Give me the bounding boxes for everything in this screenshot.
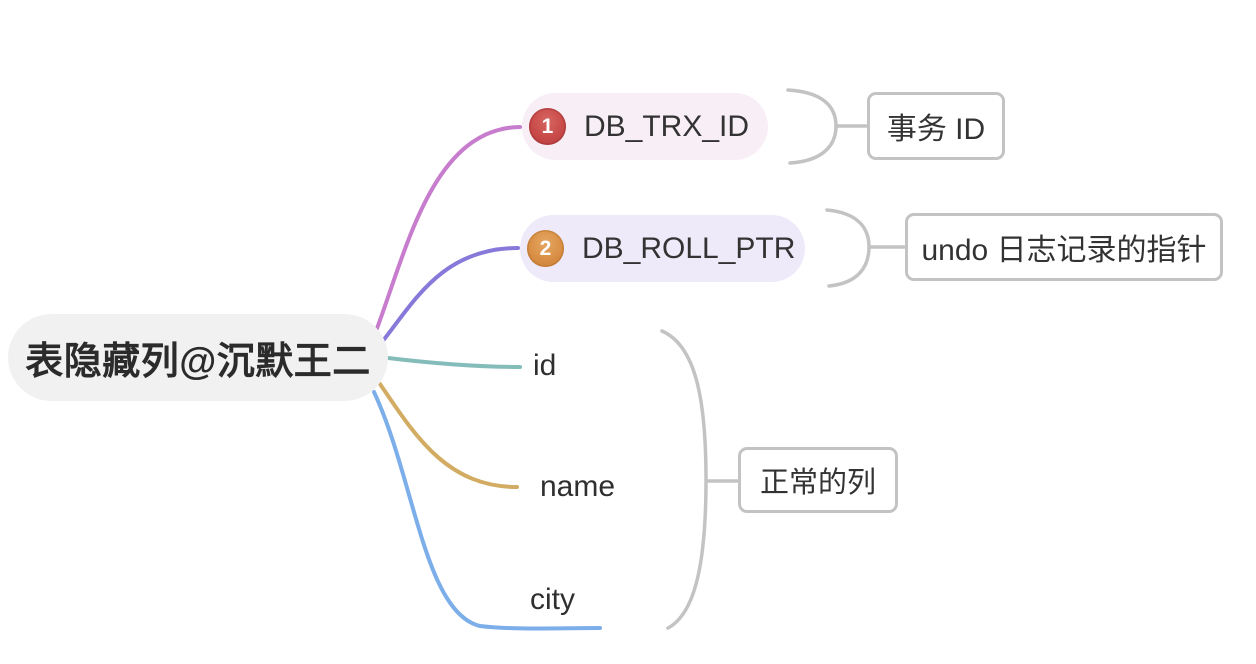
annotation-transaction-id[interactable]: 事务 ID [867,92,1005,160]
node-name-label: name [540,470,616,503]
node-name[interactable]: name [540,470,630,504]
edge-id [386,356,522,369]
node-city-label: city [530,583,575,616]
node-db-trx-id[interactable]: 1 DB_TRX_ID [522,93,768,160]
annotation-transaction-id-label: 事务 ID [886,113,986,146]
brace-roll [825,208,906,288]
priority-badge-2: 2 [527,230,564,267]
edge-db-trx-id [374,125,522,333]
edge-db-roll-ptr [380,246,520,344]
edge-city [372,390,602,631]
annotation-undo-log-pointer-label: undo 日志记录的指针 [921,234,1207,267]
edge-name [378,382,519,489]
priority-badge-1: 1 [529,108,566,145]
annotation-undo-log-pointer[interactable]: undo 日志记录的指针 [905,213,1223,281]
annotation-normal-columns-label: 正常的列 [759,467,876,499]
brace-normal-columns [660,329,739,630]
node-city[interactable]: city [530,583,600,617]
node-id[interactable]: id [533,349,593,383]
node-id-label: id [533,349,557,382]
node-db-roll-ptr-label: DB_ROLL_PTR [582,231,796,265]
priority-badge-2-number: 2 [539,236,552,260]
node-db-trx-id-label: DB_TRX_ID [584,109,750,143]
root-node[interactable]: 表隐藏列@沉默王二 [8,314,388,401]
node-db-roll-ptr[interactable]: 2 DB_ROLL_PTR [520,215,805,282]
root-node-label: 表隐藏列@沉默王二 [25,341,371,383]
priority-badge-1-number: 1 [541,114,554,138]
annotation-normal-columns[interactable]: 正常的列 [738,447,898,513]
brace-trx [786,88,868,165]
